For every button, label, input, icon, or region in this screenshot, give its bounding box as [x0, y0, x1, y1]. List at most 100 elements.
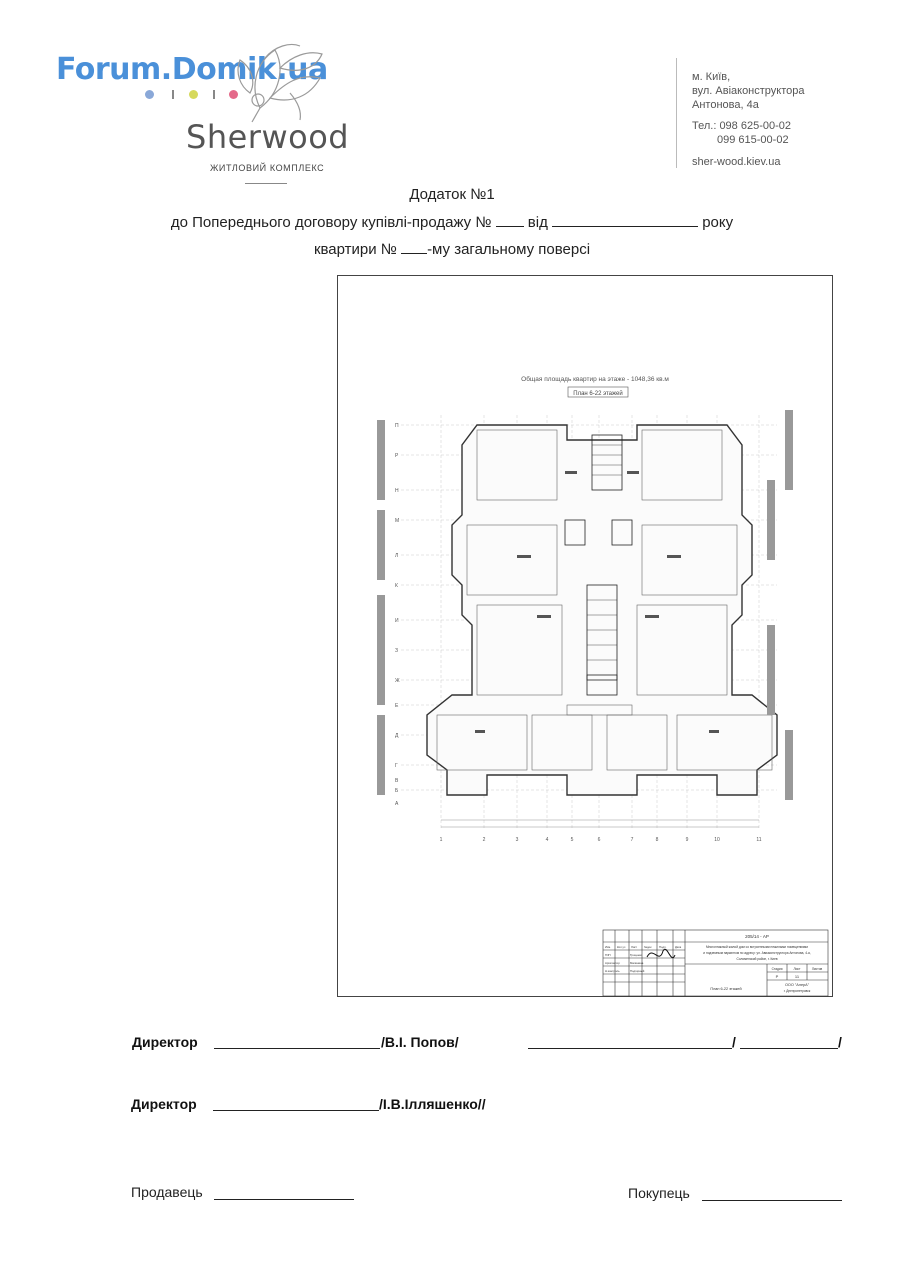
axis-letter: З [395, 648, 398, 654]
buyer-sign-line-bottom [702, 1200, 842, 1201]
stamp-sheet-header: Лист [794, 967, 801, 971]
apartment-number-blank [401, 240, 428, 254]
stamp-designer: Архитектор [605, 961, 620, 965]
buyer-label: Покупець [628, 1185, 690, 1201]
stamp-col-izm: Изм. [605, 945, 611, 949]
stamp-col-sheet: Лист [631, 945, 638, 949]
slash-2: / [838, 1034, 842, 1050]
axis-number: 6 [598, 837, 601, 843]
seller-label: Продавець [131, 1184, 203, 1200]
director-2-name: /І.В.Ілляшенко// [379, 1096, 486, 1112]
stamp-stage: Р [776, 974, 779, 979]
brand-divider [245, 183, 287, 184]
building-outline [426, 424, 778, 796]
stamp-signature-icon [646, 948, 676, 958]
contact-city: м. Київ, [692, 71, 731, 83]
contract-text: до Попереднього договору купівлі-продажу… [170, 214, 492, 231]
contact-phone-2: 099 615-00-02 [717, 134, 789, 146]
stamp-sheet-name: План 6-22 этажей [710, 987, 741, 991]
axis-letter: Е [395, 703, 399, 709]
director-1-label: Директор [132, 1034, 198, 1050]
axis-number: 4 [546, 837, 549, 843]
stamp-col-list: Кол.уч [617, 945, 626, 949]
yellow-dot [189, 90, 198, 99]
director-2-label: Директор [131, 1096, 197, 1112]
contact-site: sher-wood.kiev.ua [692, 156, 781, 168]
stamp-gip-name: Троценко [630, 953, 643, 957]
stamp-desc-3: Соломенский район, г. Киев [736, 957, 777, 961]
director-1-name: /В.І. Попов/ [381, 1034, 459, 1050]
seller-sign-line [214, 1199, 354, 1200]
axis-letter: П [395, 423, 399, 429]
axis-number: 3 [516, 837, 519, 843]
floor-plan-frame [337, 275, 833, 997]
contract-number-blank [495, 213, 524, 227]
contract-line: до Попереднього договору купівлі-продажу… [0, 213, 904, 231]
plan-subtitle-box [567, 386, 629, 398]
plan-area-title: Общая площадь квартир на этаже - 1048,36… [521, 375, 669, 383]
stamp-sheets-header: Листов [812, 967, 823, 971]
stamp-code: 205/14 - АР [745, 934, 769, 939]
blue-dot [145, 90, 154, 99]
axis-number: 2 [483, 837, 486, 843]
stamp-norm-name: Подгорный [630, 969, 645, 973]
floor-text: -му загальному поверсі [427, 241, 591, 258]
plan-subtitle: План 6-22 этажей [573, 390, 622, 397]
stamp-col-sign: Подп. [659, 945, 667, 949]
axis-number: 1 [440, 837, 443, 843]
dot-divider [172, 90, 174, 99]
axis-number: 7 [631, 837, 634, 843]
stamp-desc-1: Многоэтажный жилой дом со встроенными не… [706, 945, 808, 949]
director-2-sign-line [213, 1110, 379, 1111]
brand-name: Sherwood [186, 118, 350, 156]
director-1-sign-line [214, 1048, 380, 1049]
axis-letter: К [395, 583, 398, 589]
stamp-col-date: Дата [675, 945, 682, 949]
contract-from: від [527, 214, 548, 231]
axis-number: 10 [714, 837, 720, 843]
apartment-text: квартири № [313, 241, 397, 258]
pink-dot [229, 90, 238, 99]
contact-building: Антонова, 4а [692, 99, 759, 111]
stamp-designer-name: Малинина [630, 961, 644, 965]
axis-letter: Л [395, 553, 398, 559]
stamp-sheet: 11 [795, 974, 800, 979]
axis-number: 5 [571, 837, 574, 843]
apartment-line: квартири № -му загальному поверсі [0, 240, 904, 258]
appendix-title: Додаток №1 [409, 186, 495, 203]
axis-letter: И [395, 618, 399, 624]
stamp-org: ООО "АлерА" [785, 983, 810, 987]
floor-plan-drawing: Общая площадь квартир на этаже - 1048,36… [377, 375, 829, 997]
stamp-stage-header: Стадия [772, 967, 783, 971]
axis-letter: Б [395, 788, 399, 794]
forum-watermark: Forum.Domik.ua [56, 52, 328, 87]
buyer-name-line [740, 1048, 838, 1049]
contact-phone-1: Тел.: 098 625-00-02 [692, 120, 791, 132]
axis-letter: В [395, 778, 399, 784]
stamp-gip: ГИП [605, 953, 611, 957]
axis-number: 8 [656, 837, 659, 843]
contact-street: вул. Авіаконструктора [692, 85, 805, 97]
axis-number: 11 [756, 837, 761, 843]
sherwood-leaf-logo-icon [237, 43, 323, 123]
slash-1: / [732, 1034, 736, 1050]
contact-divider [676, 58, 677, 168]
brand-dots [145, 88, 245, 102]
axis-letter: М [395, 518, 399, 524]
axis-letter: Р [395, 453, 399, 459]
contract-date-blank [552, 213, 699, 227]
axis-letter: А [395, 801, 399, 807]
stamp-desc-2: и подземным паркингом по адресу: ул. Ави… [703, 951, 810, 955]
axis-letter: Д [395, 733, 399, 739]
axis-number: 9 [686, 837, 689, 843]
axis-letter: Г [395, 763, 398, 769]
stamp-org-city: г. Днепропетровск [784, 989, 811, 993]
stamp-col-doc: №док [644, 945, 652, 949]
buyer-sign-line [528, 1048, 732, 1049]
stamp-norm: Н.контроль [605, 969, 620, 973]
axis-letter: Н [395, 488, 399, 494]
dot-divider [213, 90, 215, 99]
axis-letter: Ж [395, 678, 400, 684]
contract-year: року [702, 214, 734, 231]
brand-subtitle: ЖИТЛОВИЙ КОМПЛЕКС [210, 163, 325, 173]
